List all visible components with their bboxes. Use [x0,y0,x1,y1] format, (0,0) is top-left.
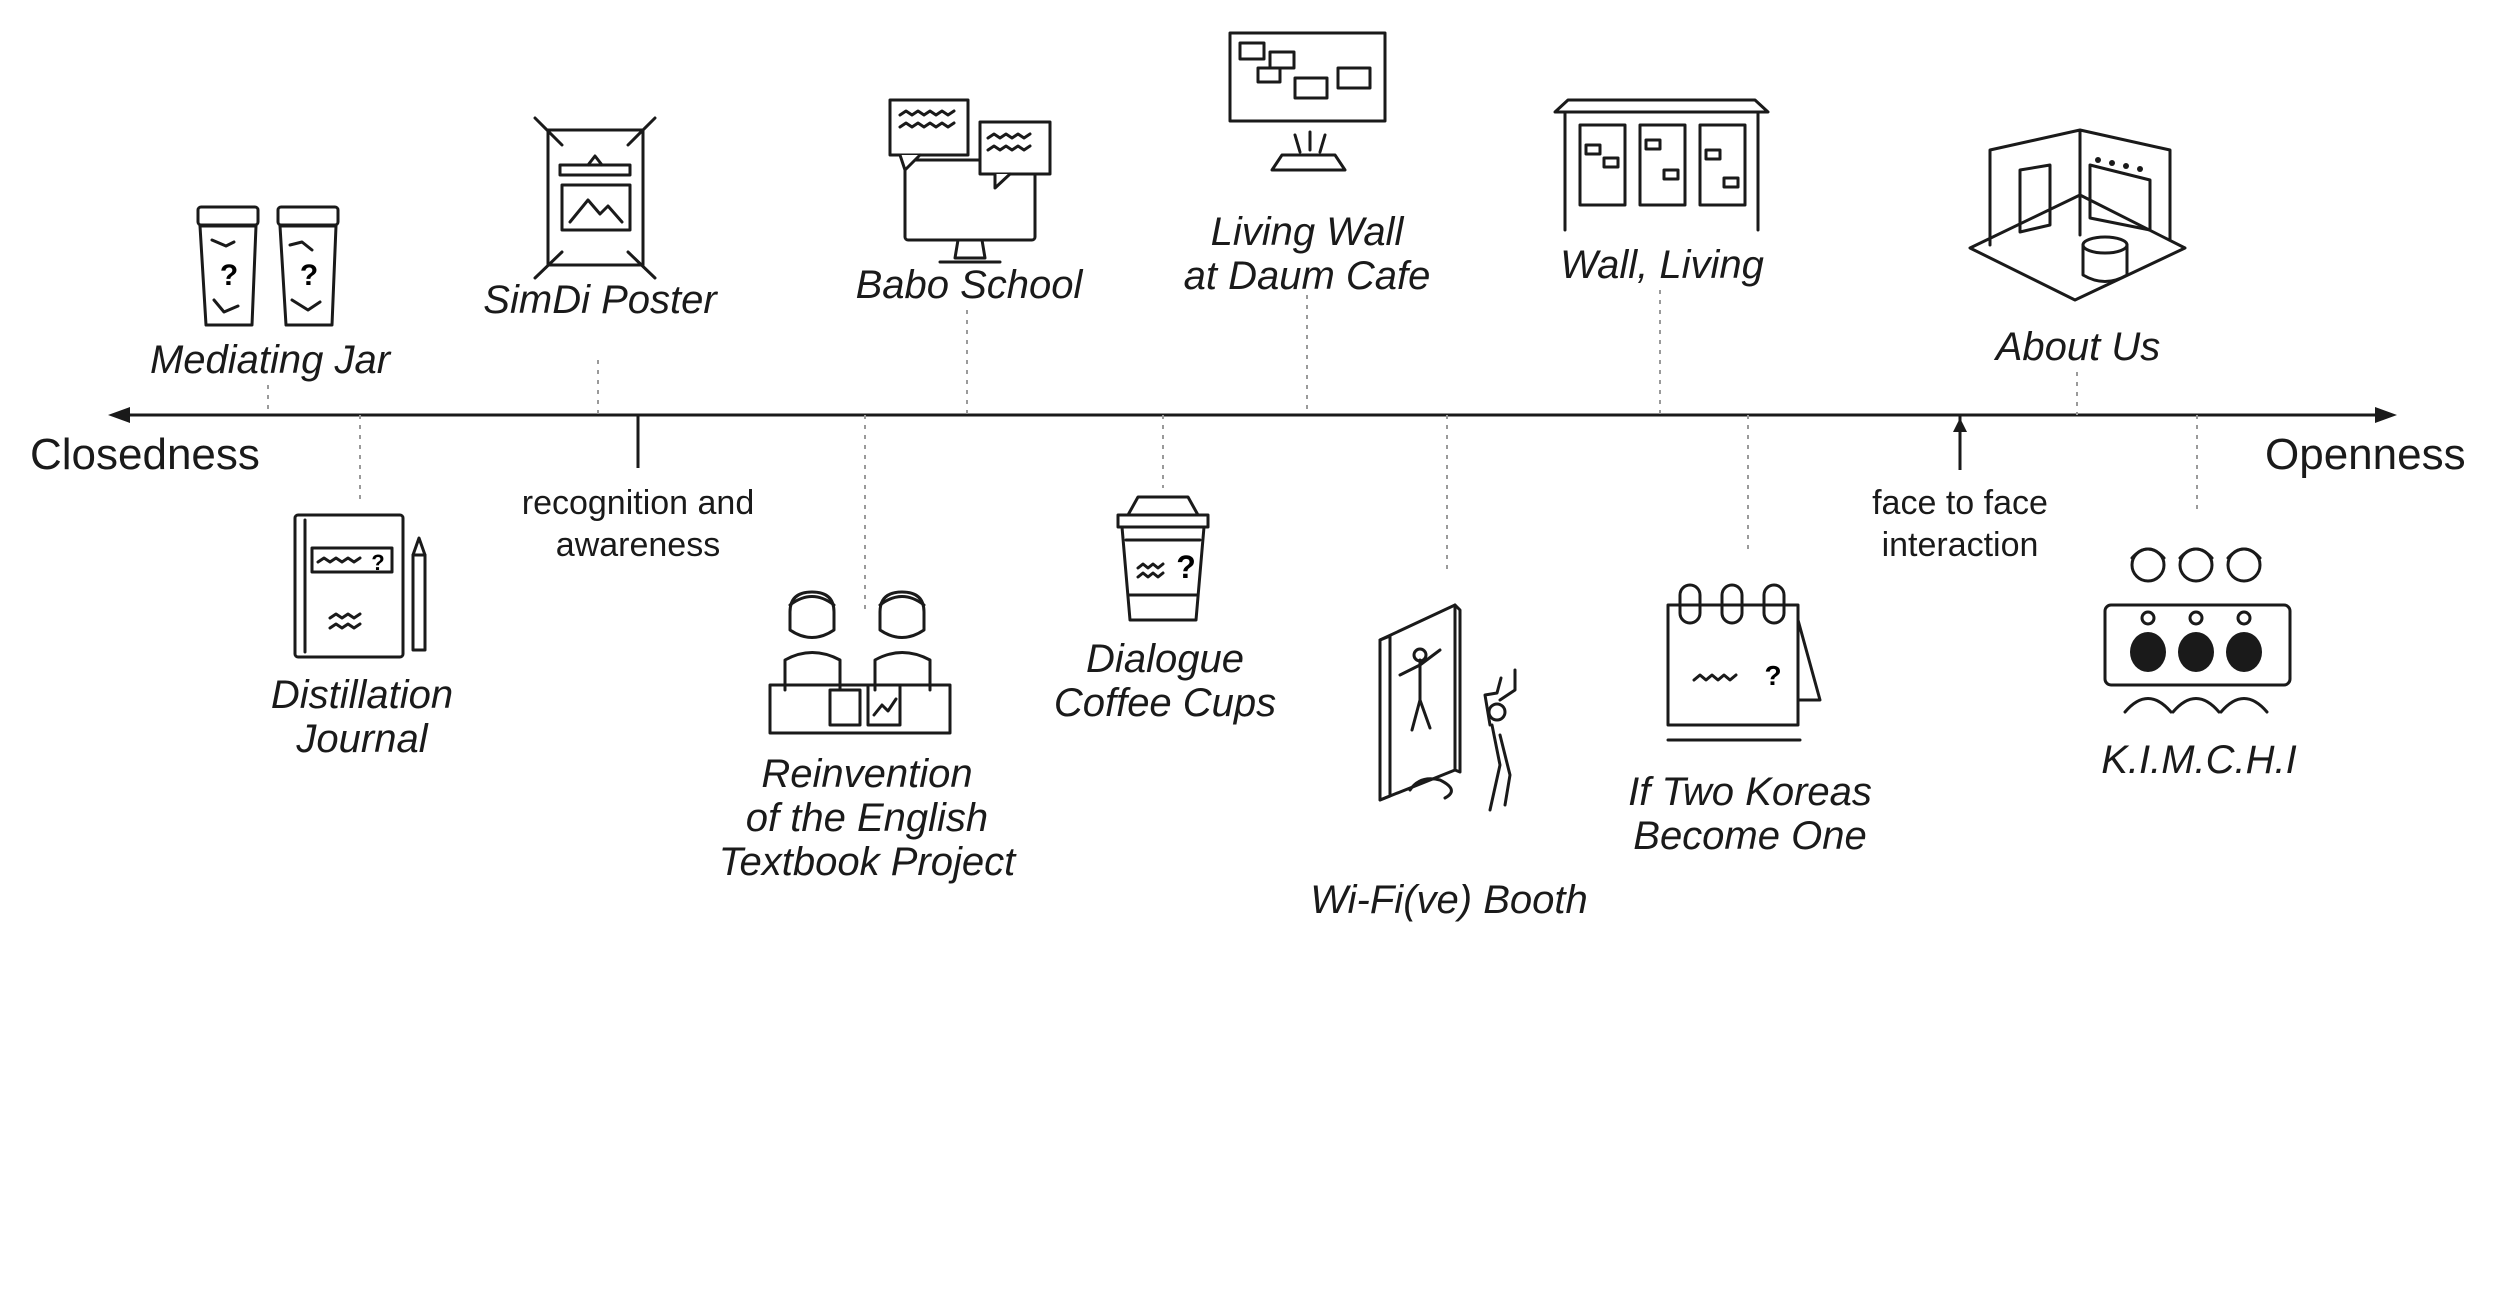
label-line: Babo School [855,263,1083,307]
label-line: Reinvention [761,752,973,796]
students-icon [768,590,952,735]
label-line: Become One [1633,814,1867,858]
svg-text:?: ? [220,259,238,292]
jar-icon: ? ? [196,205,340,327]
booth-room-icon [1968,128,2187,302]
label-reinvention-textbook: Reinvention of the English Textbook Proj… [719,752,1015,884]
label-line: Wi-Fi(ve) Booth [1310,878,1588,922]
closedness-label: Closedness [30,430,260,479]
label-kimchi: K.I.M.C.H.I [2101,738,2297,782]
coffee-cup-icon: ? [1116,495,1210,622]
label-line: of the English [745,796,989,840]
label-line: Dialogue [1086,637,1244,681]
booth-icon [1378,603,1517,812]
label-line: Journal [296,717,428,761]
group-table-icon [2103,547,2292,714]
svg-text:?: ? [300,259,318,292]
right-arrowhead [2375,407,2397,423]
label-wall-living: Wall, Living [1560,243,1764,287]
label-distillation-journal: Distillation Journal [271,673,453,761]
annotation-line: interaction [1881,526,2039,564]
label-about-us: About Us [1996,325,2161,369]
label-mediating-jar: Mediating Jar [150,338,390,382]
svg-text:?: ? [1176,549,1196,585]
label-line: K.I.M.C.H.I [2101,738,2297,782]
label-simdi-poster: SimDi Poster [483,278,716,322]
label-line: Wall, Living [1560,243,1764,287]
annotation-line: awareness [555,526,721,564]
label-two-koreas: If Two Koreas Become One [1628,770,1872,858]
poster-icon [533,116,657,280]
connector-lines [267,290,2198,615]
journal-icon: ? [293,513,427,659]
label-line: Textbook Project [718,840,1016,884]
label-line: at Daum Cafe [1183,254,1431,298]
label-line: If Two Koreas [1628,770,1872,814]
svg-text:?: ? [1764,660,1781,691]
annotation-line: recognition and [521,484,755,522]
label-line: SimDi Poster [483,278,717,322]
svg-text:?: ? [371,550,384,575]
label-wifive-booth: Wi-Fi(ve) Booth [1310,878,1587,922]
calendar-icon: ? [1666,583,1822,742]
monitor-chat-icon [888,98,1052,264]
label-line: Living Wall [1210,210,1404,254]
annotation-line: face to face [1872,484,2048,522]
label-line: Distillation [270,673,454,717]
label-living-wall-daum: Living Wall at Daum Cafe [1184,210,1431,298]
bus-shelter-icon [1553,98,1770,232]
face-to-face-arrow [1953,415,1967,470]
openness-label: Openness [2265,430,2466,479]
projector-wall-icon [1228,31,1387,172]
face-to-face-annotation: face to face interaction [1872,482,2048,566]
label-dialogue-coffee-cups: Dialogue Coffee Cups [1054,637,1276,725]
label-line: Coffee Cups [1053,681,1277,725]
left-arrowhead [108,407,130,423]
label-line: Mediating Jar [149,338,391,382]
label-babo-school: Babo School [856,263,1083,307]
recognition-annotation: recognition and awareness [522,482,755,566]
label-line: About Us [1995,325,2161,369]
axis-line [108,407,2397,423]
